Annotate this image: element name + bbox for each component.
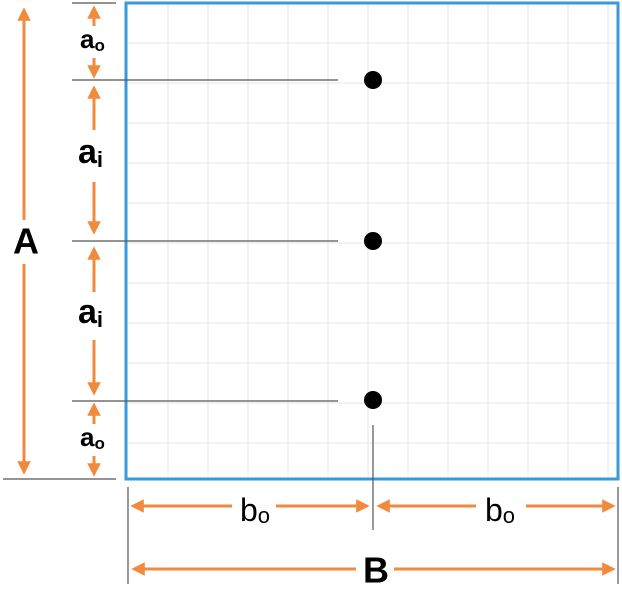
label-ao-top: ao	[80, 24, 105, 55]
point-bottom	[364, 391, 382, 409]
label-ai-upper: ai	[78, 133, 103, 172]
label-A: A	[13, 221, 39, 262]
label-ao-bottom: ao	[80, 422, 105, 453]
label-bo-left: bo	[240, 492, 270, 528]
label-B: B	[363, 550, 389, 591]
point-middle	[364, 232, 382, 250]
point-top	[364, 71, 382, 89]
label-ai-lower: ai	[78, 293, 103, 332]
label-bo-right: bo	[485, 492, 515, 528]
